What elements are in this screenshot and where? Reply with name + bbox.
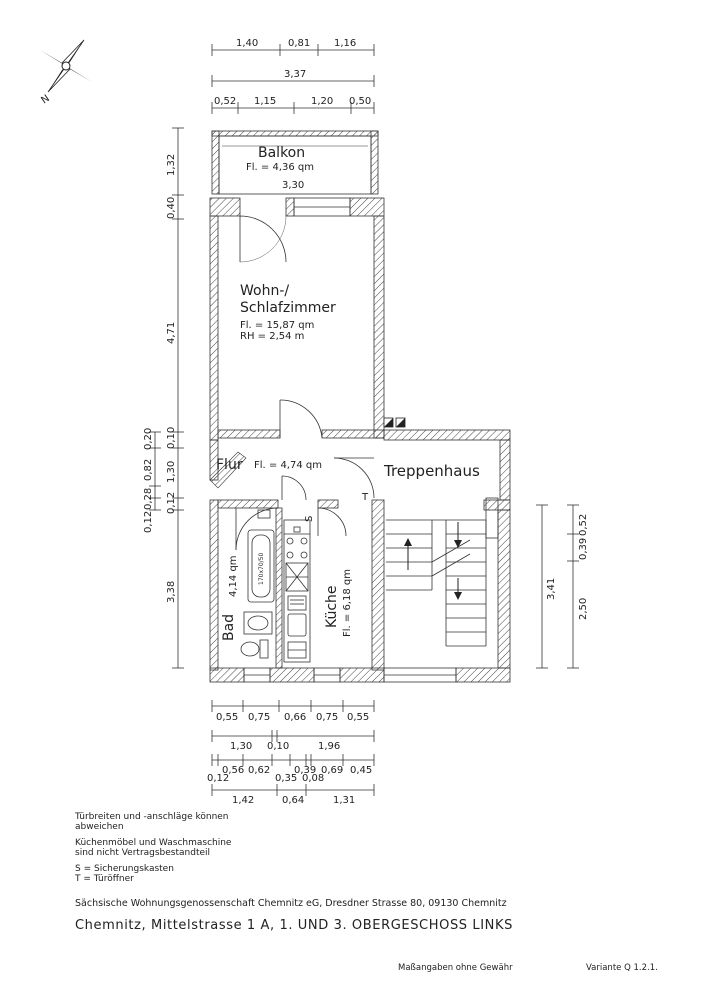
dim-right-2: 0,39 xyxy=(578,538,589,560)
dim-right-1: 0,52 xyxy=(578,514,589,536)
dim-left-6: 0,82 xyxy=(143,459,154,481)
room-label-flur: Flur xyxy=(216,457,243,473)
dim-top-1: 1,40 xyxy=(236,38,258,49)
corridor-wall-diagonal xyxy=(209,451,247,489)
room-area-wohn: Fl. = 15,87 qm xyxy=(240,320,314,331)
variant-label: Variante Q 1.2.1. xyxy=(586,963,658,973)
dim-bottom-16: 0,45 xyxy=(350,765,372,776)
dim-left-5: 0,10 xyxy=(166,427,177,449)
fuse-box-symbol: S xyxy=(304,516,315,522)
note-door-widths: Türbreiten und -anschläge können abweich… xyxy=(75,812,229,832)
room-label-bad: Bad xyxy=(221,614,237,641)
room-area-bad: 4,14 qm xyxy=(228,555,239,597)
dim-bottom-14: 0,08 xyxy=(302,773,324,784)
dim-bottom-5: 0,55 xyxy=(347,712,369,723)
dim-bottom-12: 0,39 xyxy=(294,765,316,776)
washbasin-icon xyxy=(243,611,273,635)
room-label-wohn-1: Wohn-/ xyxy=(240,283,289,299)
dim-left-9: 0,12 xyxy=(143,511,154,533)
dim-left-10: 0,12 xyxy=(166,492,177,514)
dim-left-4: 0,20 xyxy=(143,428,154,450)
right-dimension-lines xyxy=(536,504,579,669)
dim-right-4: 2,50 xyxy=(578,598,589,620)
windows xyxy=(243,197,499,683)
room-area-balkon: Fl. = 4,36 qm xyxy=(246,162,314,173)
dim-bottom-6: 1,30 xyxy=(230,741,252,752)
dim-top-2: 0,81 xyxy=(288,38,310,49)
dim-left-8: 0,28 xyxy=(143,488,154,510)
north-arrow-icon: N xyxy=(39,39,92,106)
dim-bottom-10: 0,56 xyxy=(222,765,244,776)
dim-bottom-3: 0,66 xyxy=(284,712,306,723)
dim-right-3: 3,41 xyxy=(546,578,557,600)
balcony xyxy=(211,130,379,195)
stair-arrows xyxy=(404,522,462,600)
dim-bottom-13: 0,35 xyxy=(275,773,297,784)
dim-bottom-19: 1,31 xyxy=(333,795,355,806)
bottom-dimension-lines xyxy=(211,700,375,796)
dim-bottom-2: 0,75 xyxy=(248,712,270,723)
room-area-flur: Fl. = 4,74 qm xyxy=(254,460,322,471)
staircase xyxy=(386,519,487,647)
walls xyxy=(209,197,511,683)
dim-bottom-1: 0,55 xyxy=(216,712,238,723)
dim-top-4: 0,52 xyxy=(214,96,236,107)
toilet-icon xyxy=(240,639,269,659)
note-legend: S = Sicherungskasten T = Türöffner xyxy=(75,864,174,884)
kitchen-counter xyxy=(283,519,311,663)
room-label-balkon: Balkon xyxy=(258,145,305,161)
dim-top-5: 1,15 xyxy=(254,96,276,107)
dim-top-total: 3,37 xyxy=(284,69,306,80)
disclaimer: Maßangaben ohne Gewähr xyxy=(398,963,513,973)
dim-top-3: 1,16 xyxy=(334,38,356,49)
room-label-wohn-2: Schlafzimmer xyxy=(240,300,336,316)
dim-bottom-7: 0,10 xyxy=(267,741,289,752)
north-label: N xyxy=(39,93,51,106)
dim-bottom-4: 0,75 xyxy=(316,712,338,723)
dim-bottom-9: 0,12 xyxy=(207,773,229,784)
dim-left-7: 1,30 xyxy=(166,461,177,483)
room-width-balkon: 3,30 xyxy=(282,180,304,191)
dim-top-7: 0,50 xyxy=(349,96,371,107)
dim-left-1: 1,32 xyxy=(166,154,177,176)
room-label-kueche: Küche xyxy=(324,585,340,628)
owner-line: Sächsische Wohnungsgenossenschaft Chemni… xyxy=(75,898,507,909)
dim-top-6: 1,20 xyxy=(311,96,333,107)
address-title: Chemnitz, Mittelstrasse 1 A, 1. UND 3. O… xyxy=(75,918,513,933)
left-dimension-lines xyxy=(149,127,184,669)
note-kitchen: Küchenmöbel und Waschmaschine sind nicht… xyxy=(75,838,232,858)
bathtub-size: 170x70/50 xyxy=(258,553,265,585)
doors xyxy=(235,215,375,551)
meter-boxes xyxy=(383,417,406,428)
dim-left-11: 3,38 xyxy=(166,581,177,603)
dim-bottom-15: 0,69 xyxy=(321,765,343,776)
dim-bottom-18: 0,64 xyxy=(282,795,304,806)
door-opener-symbol: T xyxy=(361,492,369,503)
room-height-wohn: RH = 2,54 m xyxy=(240,331,304,342)
notes: Türbreiten und -anschläge können abweich… xyxy=(75,812,231,890)
dim-bottom-8: 1,96 xyxy=(318,741,340,752)
room-label-treppenhaus: Treppenhaus xyxy=(383,462,480,480)
dim-left-2: 0,40 xyxy=(166,197,177,219)
bathtub-icon xyxy=(247,529,275,603)
top-dimension-lines xyxy=(211,44,375,114)
dim-bottom-17: 1,42 xyxy=(232,795,254,806)
bath-fixture-box xyxy=(257,509,271,519)
room-area-kueche: Fl. = 6,18 qm xyxy=(342,569,353,637)
dim-left-3: 4,71 xyxy=(166,322,177,344)
dim-bottom-11: 0,62 xyxy=(248,765,270,776)
